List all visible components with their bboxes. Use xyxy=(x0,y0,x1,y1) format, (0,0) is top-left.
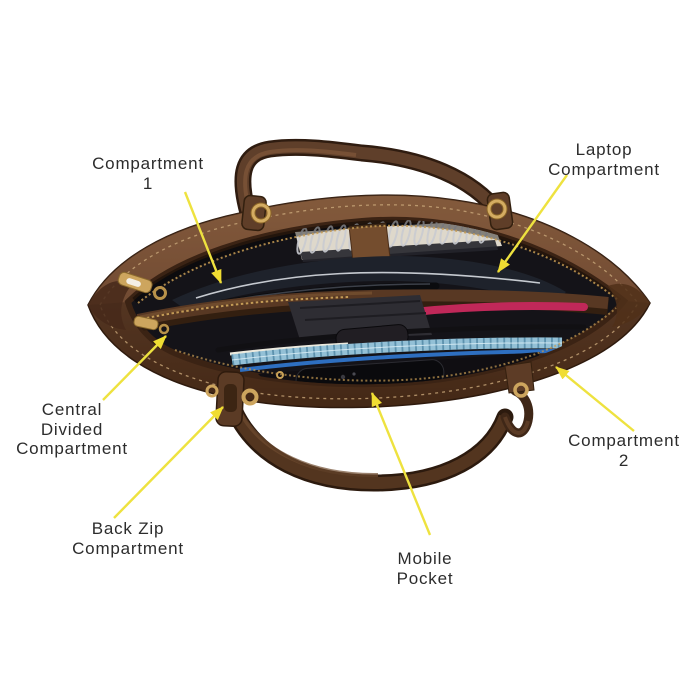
bottom-handle xyxy=(225,386,534,492)
callout-laptop-compartment: Laptop Compartment xyxy=(548,140,660,179)
pink-item xyxy=(410,302,588,316)
bottom-handle-anchor-right xyxy=(504,361,535,398)
callout-arrows xyxy=(102,174,635,536)
notebook xyxy=(295,220,502,262)
arrow-back-zip-compartment xyxy=(113,406,224,519)
callout-mobile-pocket: Mobile Pocket xyxy=(396,549,454,588)
arrow-central-divided-compartment xyxy=(102,335,167,401)
top-handle xyxy=(234,138,508,235)
callout-compartment-2: Compartment 2 xyxy=(568,431,680,470)
callout-back-zip-compartment: Back Zip Compartment xyxy=(72,519,184,558)
arrow-compartment-2 xyxy=(555,366,635,432)
bag-contents xyxy=(131,219,624,385)
right-corner-fold xyxy=(608,283,650,327)
laptop xyxy=(172,256,566,310)
left-corner-fold xyxy=(88,280,132,330)
blue-grid-paper xyxy=(229,337,563,372)
zipper-pull-small xyxy=(133,315,170,335)
arrow-compartment-1 xyxy=(183,191,223,284)
top-handle-anchor-right xyxy=(486,191,514,231)
notebook-strap xyxy=(348,222,391,262)
callout-central-divided-compartment: Central Divided Compartment xyxy=(16,400,128,458)
small-zipper-pull xyxy=(276,371,284,379)
arrow-mobile-pocket xyxy=(370,392,432,536)
top-handle-anchor-left xyxy=(241,194,272,232)
arrow-laptop-compartment xyxy=(497,174,568,273)
zipper-pull-large xyxy=(117,271,167,300)
callout-compartment-1: Compartment 1 xyxy=(92,154,204,193)
